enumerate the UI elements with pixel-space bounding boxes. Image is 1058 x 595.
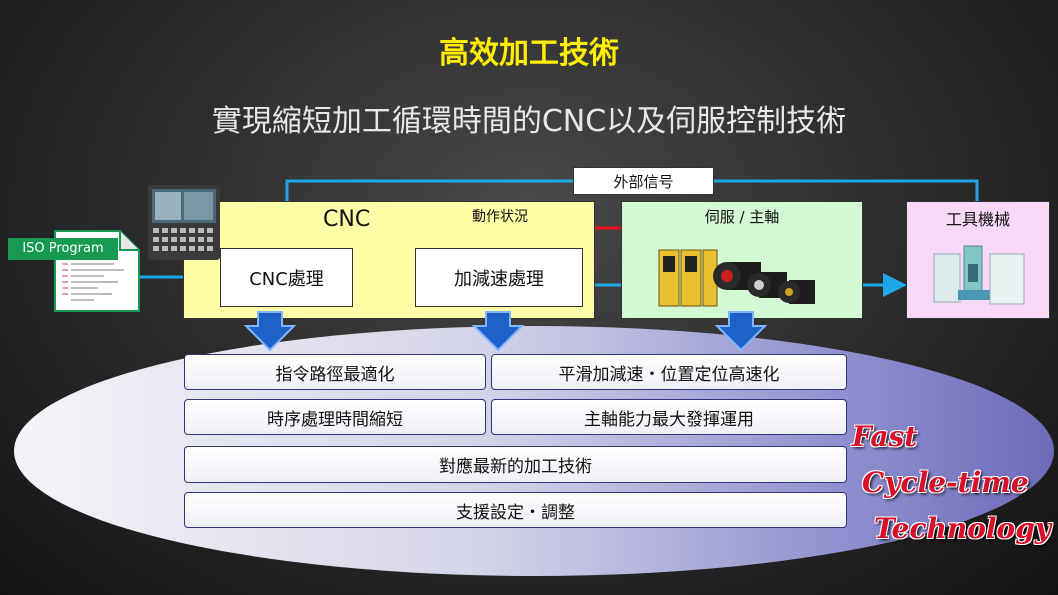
external-signal-line: [714, 179, 979, 201]
feature-latest-machining: 對應最新的加工技術: [184, 446, 847, 483]
cnc-controller-image: [148, 185, 220, 260]
down-arrows: [243, 311, 768, 352]
accel-processing-label: 加減速處理: [454, 268, 544, 290]
feature-smooth-accel-positioning: 平滑加減速・位置定位高速化: [491, 354, 847, 390]
tagline-fast: Fast: [852, 420, 918, 453]
cnc-label: CNC: [323, 207, 371, 232]
feature-label: 主軸能力最大發揮運用: [584, 409, 754, 430]
servo-spindle-label: 伺服 / 主軸: [704, 208, 780, 226]
tagline-cycle-time: Cycle-time: [862, 466, 1029, 499]
machine-tool-image: [933, 245, 1025, 305]
feature-spindle-capability: 主軸能力最大發揮運用: [491, 399, 847, 435]
iso-program-tag: ISO Program: [8, 238, 118, 260]
cnc-processing-label: CNC處理: [249, 268, 324, 290]
tagline-technology: Technology: [874, 512, 1052, 545]
feature-label: 支援設定・調整: [456, 502, 575, 523]
page-subtitle: 實現縮短加工循環時間的CNC以及伺服控制技術: [211, 104, 847, 139]
servo-amplifier-motor-image: [658, 249, 815, 307]
down-arrow-accel: [471, 311, 525, 352]
external-signal-box: 外部信号: [573, 167, 714, 195]
feature-setup-support: 支援設定・調整: [184, 492, 847, 528]
feature-label: 指令路徑最適化: [275, 364, 395, 385]
feature-label: 對應最新的加工技術: [439, 457, 592, 477]
feature-label: 平滑加減速・位置定位高速化: [558, 364, 780, 385]
down-arrow-servo: [714, 311, 768, 352]
page-title: 高效加工技術: [439, 36, 619, 71]
feature-label: 時序處理時間縮短: [267, 409, 403, 430]
cnc-processing-box: CNC處理: [220, 248, 353, 307]
accel-processing-box: 加減速處理: [415, 248, 583, 307]
down-arrow-cnc: [243, 311, 297, 352]
feature-sequence-time-reduction: 時序處理時間縮短: [184, 399, 486, 435]
machine-tool-label: 工具機械: [945, 210, 1010, 229]
external-signal-label: 外部信号: [613, 172, 674, 191]
motion-status-label: 動作状況: [472, 209, 528, 225]
feature-path-optimization: 指令路徑最適化: [184, 354, 486, 390]
